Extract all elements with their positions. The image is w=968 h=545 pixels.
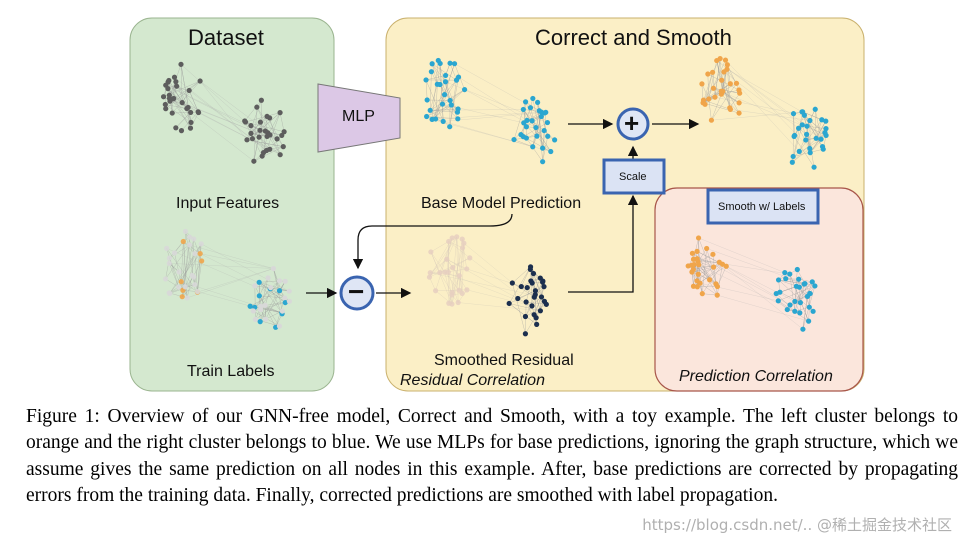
scale-box (602, 158, 666, 195)
final-left (685, 235, 729, 298)
residual-correlation-label: Residual Correlation (400, 372, 545, 389)
smoothed-residual-nodes (506, 264, 549, 337)
connector-arrows (306, 118, 769, 299)
mlp-block (317, 83, 401, 153)
smooth-labels-label: Smooth w/ Labels (718, 201, 806, 213)
prediction-correlation-label: Prediction Correlation (679, 368, 833, 385)
plus-operator (616, 107, 650, 141)
correct-smooth-title: Correct and Smooth (535, 25, 732, 50)
figure-caption: Figure 1: Overview of our GNN-free model… (26, 406, 958, 507)
train-cluster-right (247, 265, 292, 330)
train-labels-label: Train Labels (187, 363, 275, 380)
smooth-labels-box (706, 188, 820, 225)
figure-canvas (129, 17, 865, 392)
plus-symbol: + (624, 108, 640, 138)
overview-figure: Dataset Correct and Smooth MLP Input Fea… (129, 17, 865, 392)
minus-operator (339, 275, 375, 311)
input-cluster-left (160, 61, 203, 134)
input-features-label: Input Features (176, 195, 280, 212)
inter-cluster-edges (692, 237, 809, 330)
input-cluster-right (242, 97, 287, 164)
corrected-left (699, 55, 743, 123)
base-pred-left (423, 57, 468, 130)
prediction-correlation-panel (654, 187, 864, 392)
dataset-title: Dataset (188, 25, 264, 50)
residual-faded (426, 234, 473, 307)
minus-symbol: − (348, 276, 365, 307)
scale-label: Scale (619, 171, 647, 183)
corrected-right-edges (792, 109, 827, 168)
train-cluster-left (162, 228, 205, 301)
watermark: https://blog.csdn.net/.. @稀土掘金技术社区 (642, 516, 952, 534)
corrected-right (789, 106, 829, 170)
base-model-prediction-label: Base Model Prediction (421, 195, 582, 212)
base-pred-right (511, 95, 558, 165)
mlp-label: MLP (342, 108, 375, 125)
final-right (773, 266, 818, 332)
smoothed-residual-label: Smoothed Residual (434, 352, 574, 369)
